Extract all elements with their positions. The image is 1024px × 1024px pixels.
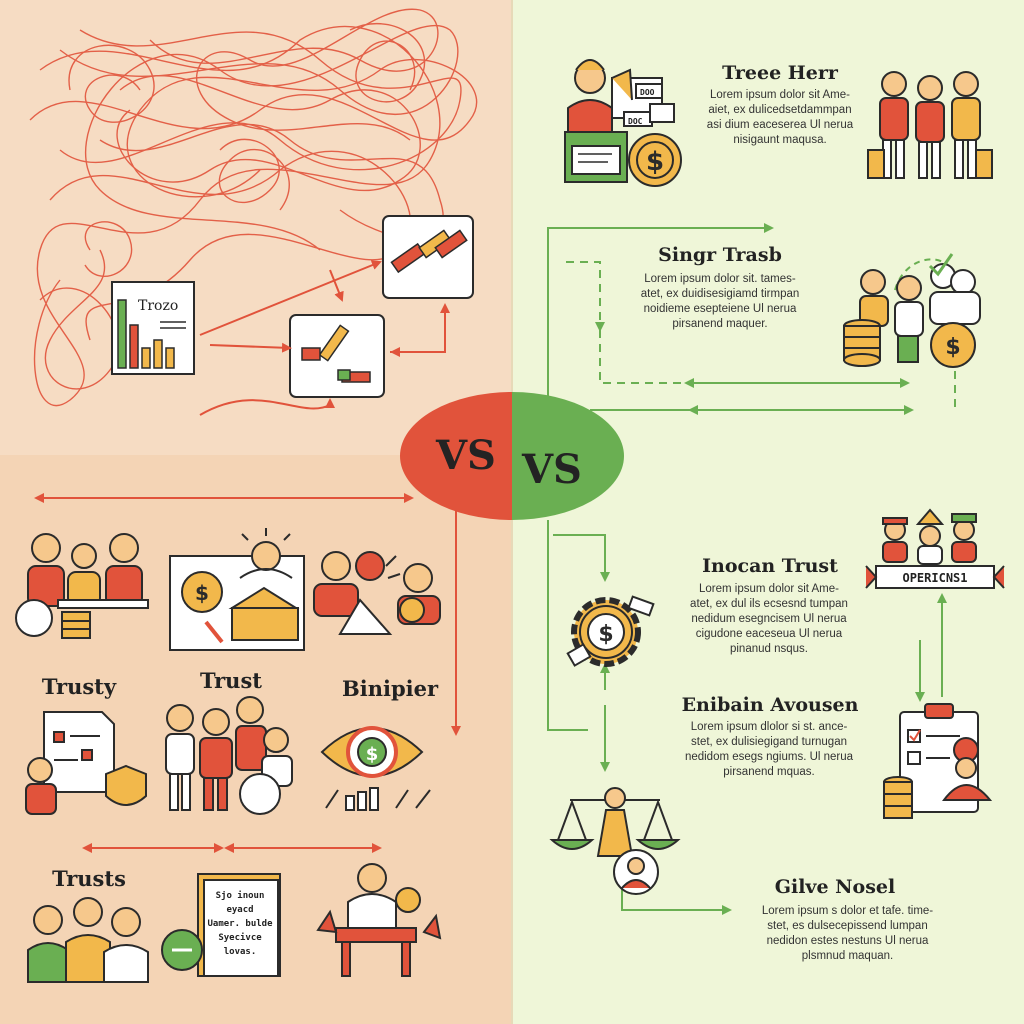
board-label-1: DOO <box>640 88 655 97</box>
section-2-line-2: atet, ex duidisesigiamd tirmpan <box>640 288 800 300</box>
tool-box-icon <box>382 215 474 299</box>
bar-chart-icon <box>111 281 195 375</box>
justice-scales-icon <box>549 787 681 895</box>
vs-left-label: VS <box>436 432 496 479</box>
gear-dollar-sign: $ <box>598 622 613 647</box>
section-1-line-1: Lorem ipsum dolor sit Ame- <box>710 89 850 101</box>
section-5-line-2: stet, es dulsecepissend lumpan <box>767 920 928 932</box>
section-4-line-4: pirsanend mquas. <box>723 766 815 778</box>
family-group-icon <box>15 533 149 639</box>
house-money-icon <box>169 528 305 651</box>
vs-right-label: VS <box>522 446 582 493</box>
section-3-line-1: Lorem ipsum dolor sit Ame- <box>699 583 839 595</box>
document-shield-icon <box>25 711 147 815</box>
section-5-line-3: nedidon estes nestuns Ul nerua <box>766 935 929 947</box>
heading-trust: Trust <box>200 668 262 693</box>
desk-worker-icon <box>316 863 442 977</box>
section-3-line-3: nedidum esegncisem Ul nerua <box>691 613 847 625</box>
section-4-text: Lorem ipsum dlolor si st. ance- stet, ex… <box>660 720 878 780</box>
section-3-line-5: pinanud nsqus. <box>729 643 808 655</box>
doc-line-1: Sjo inoun <box>216 890 265 901</box>
officials-sign-icon <box>865 508 1005 589</box>
doc-line-4: Syecivce <box>218 932 262 943</box>
chart-label: Trozo <box>138 298 179 314</box>
heading-binipier: Binipier <box>341 676 439 701</box>
section-3-title: Inocan Trust <box>702 555 838 577</box>
section-4-title: Enibain Avousen <box>681 694 859 716</box>
section-4-line-2: stet, ex dulisiegigand turnugan <box>691 736 847 748</box>
team-coin-dollar: $ <box>945 335 960 360</box>
section-3-text: Lorem ipsum dolor sit Ame- atet, ex dul … <box>660 582 878 657</box>
team-coins-icon <box>843 253 981 368</box>
doc-line-2: eyacd <box>226 905 253 915</box>
coin-dollar-sign: $ <box>646 147 664 177</box>
left-bottom-arrows <box>34 493 461 853</box>
section-1-line-3: asi dium eaceserea Ul nerua <box>706 119 854 131</box>
section-1-line-2: aiet, ex dulicedsetdammpan <box>708 104 852 116</box>
contract-document-icon <box>161 873 281 977</box>
gear-dollar-icon <box>566 595 655 667</box>
eye-dollar-sign: $ <box>366 744 379 765</box>
section-2-line-1: Lorem ipsum dolor sit. tames- <box>644 273 796 285</box>
section-4-line-1: Lorem ipsum dlolor si st. ance- <box>690 721 848 733</box>
right-bottom-arrows <box>547 520 947 915</box>
left-top-arrows <box>199 260 450 416</box>
broken-shapes-icon <box>289 314 385 398</box>
friends-group-icon <box>27 897 149 983</box>
section-5-title: Gilve Nosel <box>774 876 896 898</box>
section-1-line-4: nisigaunt maqusa. <box>733 134 827 146</box>
business-people-icon <box>165 696 293 815</box>
section-1-title: Treee Herr <box>722 62 838 84</box>
section-5-line-1: Lorem ipsum s dolor et tafe. time- <box>761 905 934 917</box>
shop-seller-icon <box>564 59 682 187</box>
board-label-2: DOC <box>628 117 643 126</box>
doc-line-3: Uamer. bulde <box>207 919 273 929</box>
section-2-line-4: pirsanend maquer. <box>672 318 768 330</box>
house-money-dollar: $ <box>195 581 209 605</box>
section-2-text: Lorem ipsum dolor sit. tames- atet, ex d… <box>612 272 828 332</box>
section-5-line-4: plsmnud maquan. <box>801 950 894 962</box>
eye-money-icon <box>320 726 431 811</box>
heading-trusts: Trusts <box>52 866 126 891</box>
section-3-line-2: atet, ex dul ils ecsesnd tumpan <box>690 598 848 610</box>
section-5-text: Lorem ipsum s dolor et tafe. time- stet,… <box>735 904 960 964</box>
three-people-icon <box>867 71 993 179</box>
doc-line-5: lovas. <box>224 947 257 957</box>
advisors-icon <box>313 551 441 635</box>
section-2-line-3: noidieme esepteiene Ul nerua <box>643 303 797 315</box>
section-4-line-3: nedidom esegs ngiums. Ul nerua <box>684 751 854 763</box>
sign-label: OPERICNS1 <box>902 571 967 585</box>
clipboard-person-icon <box>883 703 993 819</box>
heading-trusty: Trusty <box>41 674 117 699</box>
section-1-text: Lorem ipsum dolor sit Ame- aiet, ex duli… <box>680 88 880 148</box>
vs-badge <box>400 392 624 520</box>
section-3-line-4: cigudone eaceseua Ul nerua <box>695 628 843 640</box>
section-2-title: Singr Trasb <box>658 244 782 266</box>
